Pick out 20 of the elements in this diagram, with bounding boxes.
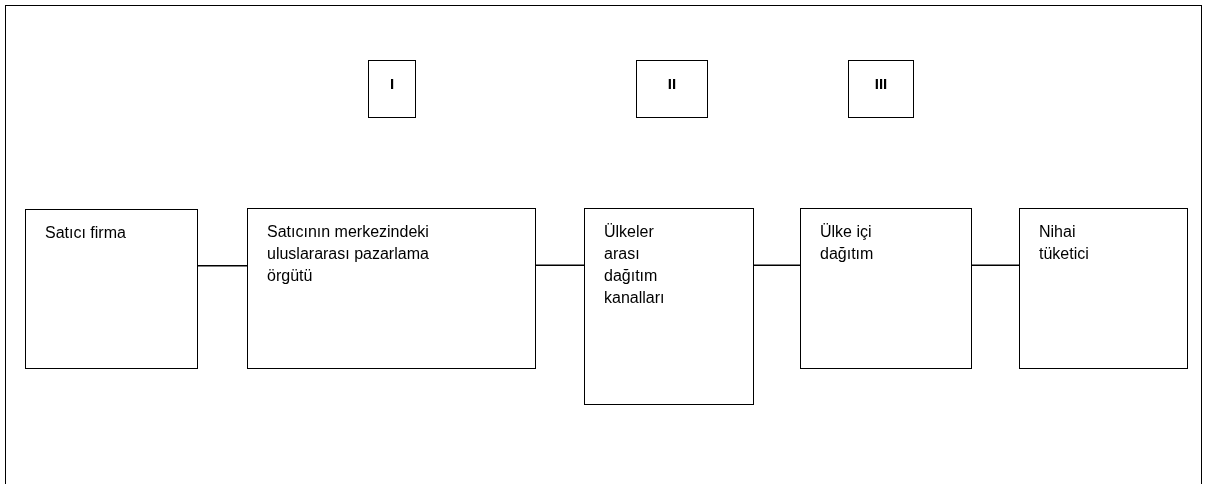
- numeral-box: [368, 60, 416, 118]
- numeral-box: [848, 60, 914, 118]
- box-label: Satıcının merkezindeki uluslararası pazarlama örgütü: [267, 222, 430, 286]
- process-box: [584, 208, 754, 405]
- numeral-label: II: [666, 74, 678, 94]
- box-label: Ülke içi dağıtım: [820, 222, 875, 264]
- box-label: Satıcı firma: [45, 223, 127, 243]
- numeral-box: [636, 60, 708, 118]
- process-box: [247, 208, 536, 369]
- box-label: Ülkeler arası dağıtım kanalları: [604, 222, 666, 308]
- process-box: [1019, 208, 1188, 369]
- numeral-label: III: [873, 74, 889, 94]
- box-label: Nihai tüketici: [1039, 222, 1090, 264]
- connector-line: [535, 264, 585, 266]
- connector-line: [753, 264, 801, 266]
- connector-line: [197, 265, 248, 267]
- connector-line: [971, 264, 1020, 266]
- numeral-label: I: [388, 74, 396, 94]
- process-box: [25, 209, 198, 369]
- process-box: [800, 208, 972, 369]
